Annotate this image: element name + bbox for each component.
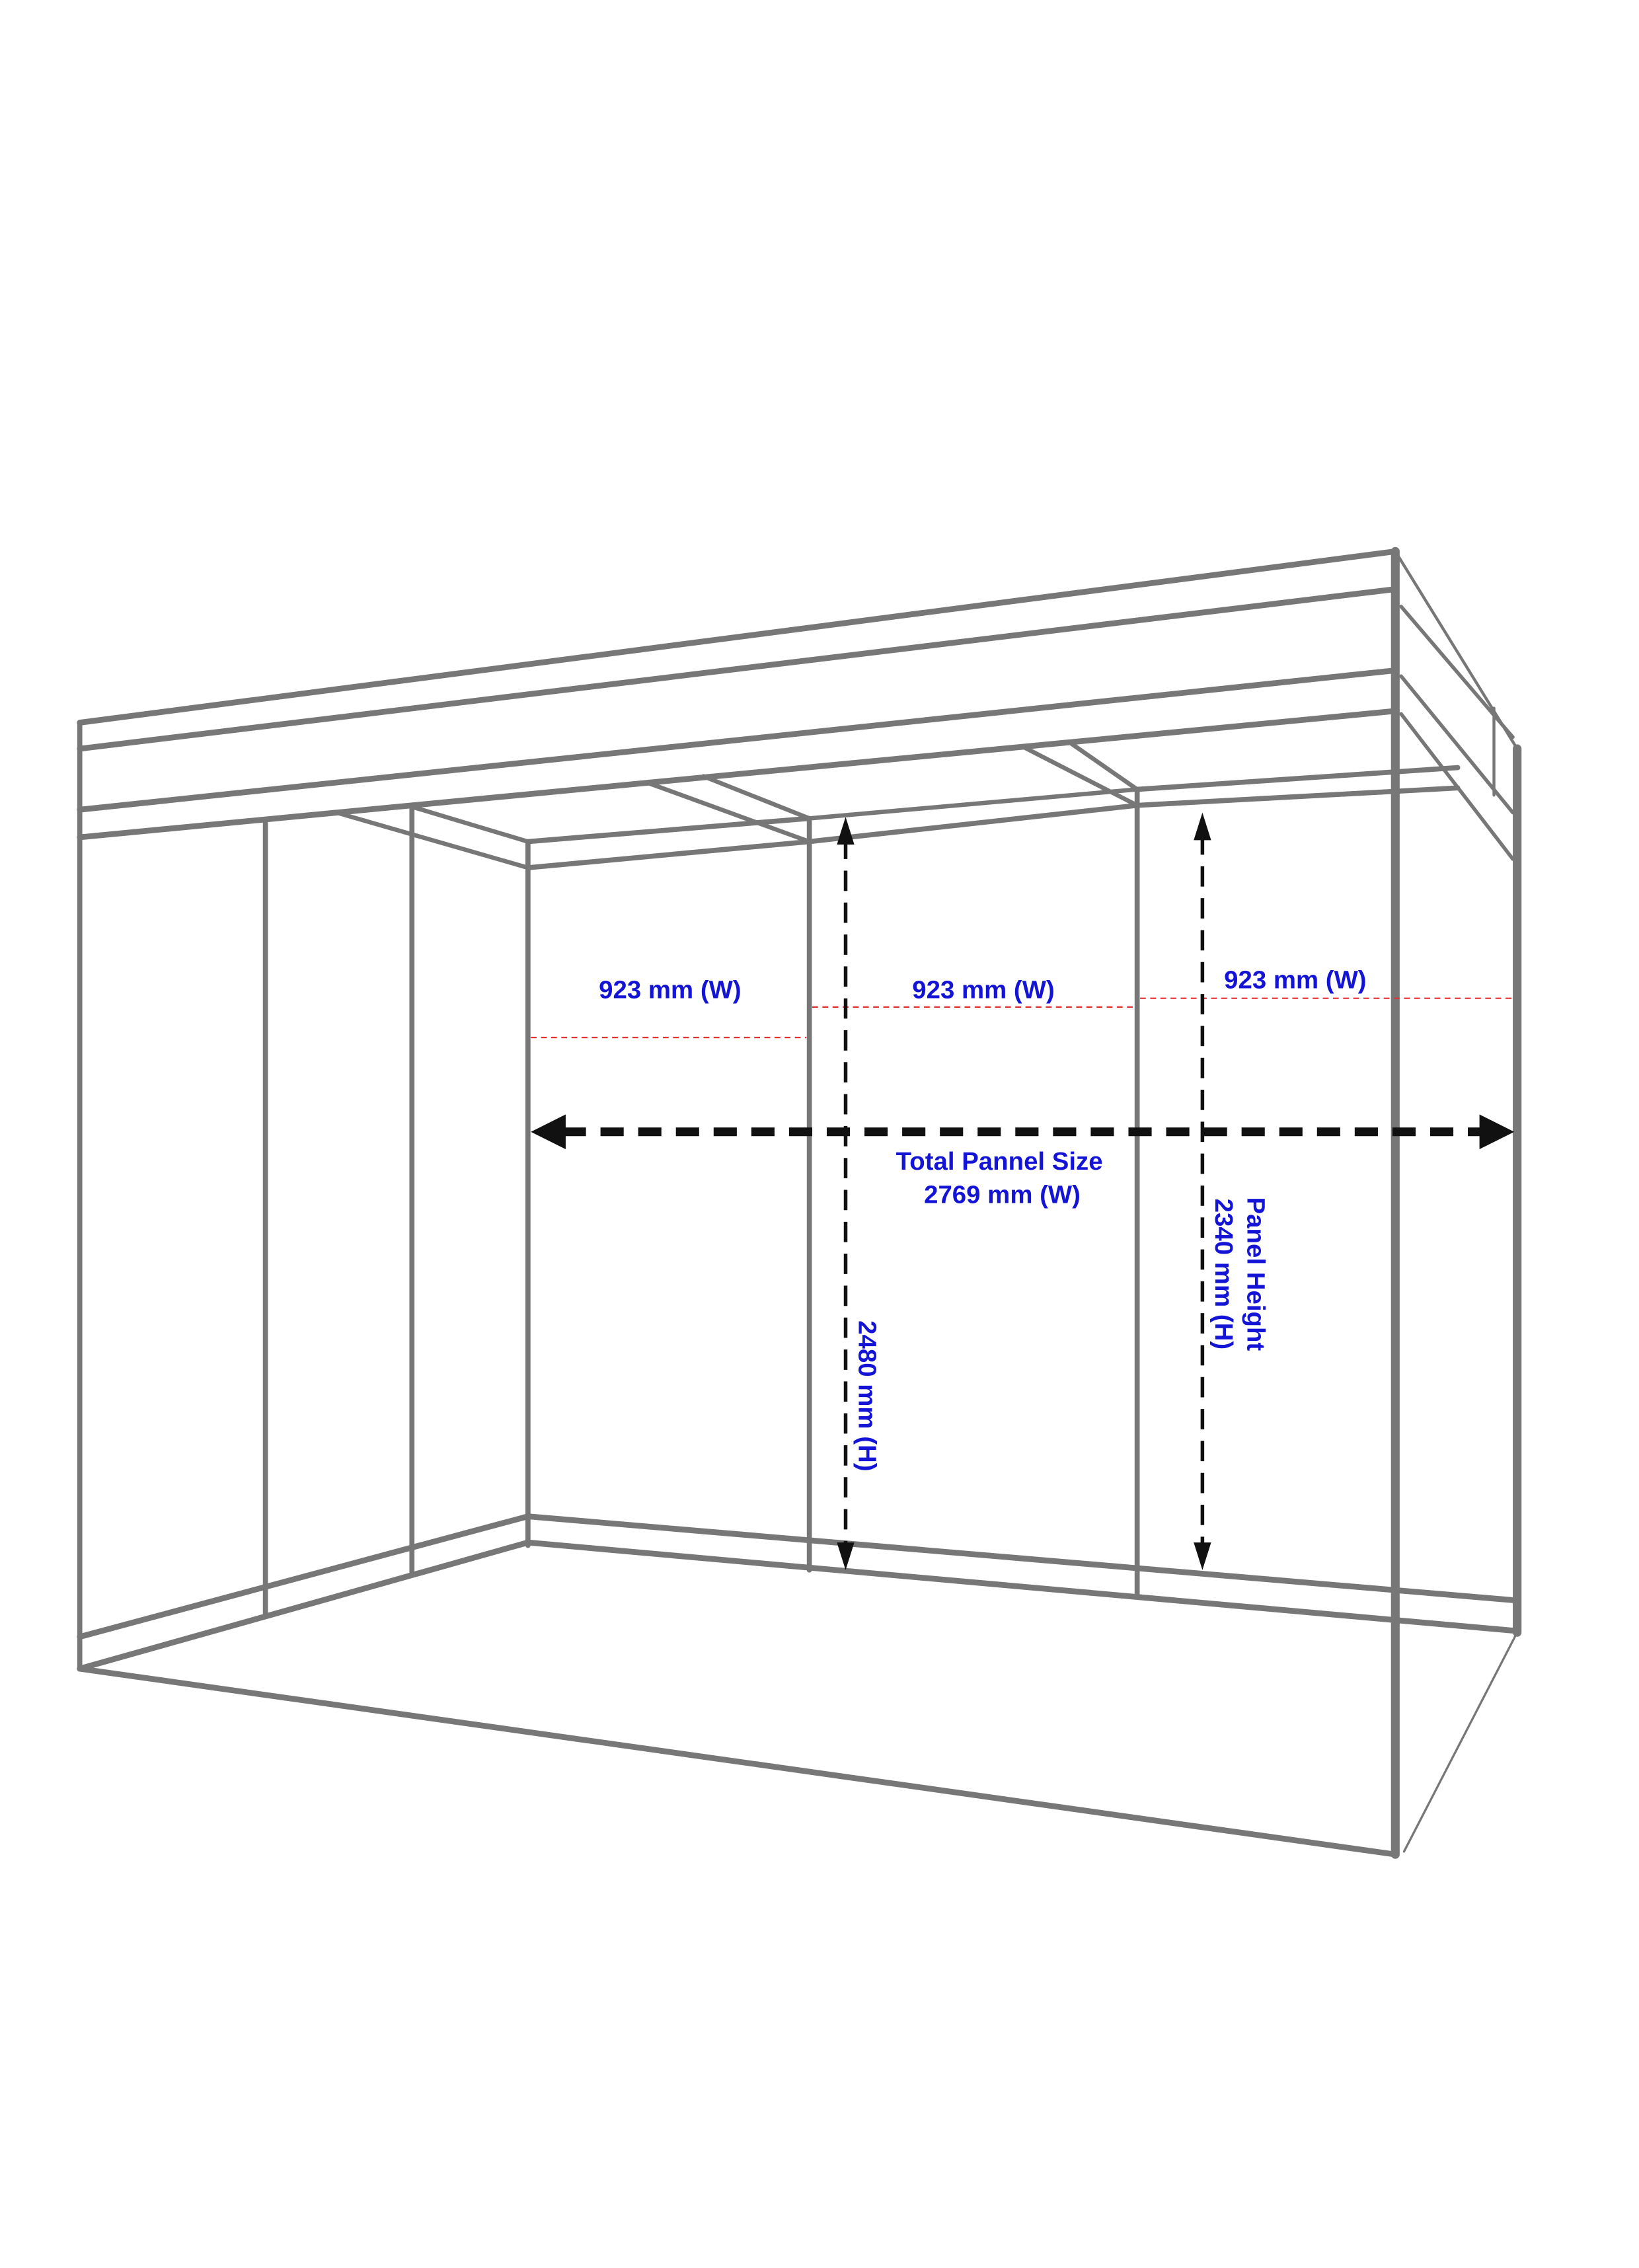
overall-height-label: 2480 mm (H) bbox=[853, 1320, 881, 1471]
front-fascia bbox=[77, 548, 1398, 841]
arrow-up-icon bbox=[1194, 812, 1211, 841]
panel-width-label-3: 923 mm (W) bbox=[1224, 965, 1367, 994]
panel-width-label-2: 923 mm (W) bbox=[912, 976, 1055, 1004]
total-size-label-line1: Total Pannel Size bbox=[896, 1147, 1103, 1176]
arrow-down-icon bbox=[837, 1542, 855, 1570]
panel-width-label-1: 923 mm (W) bbox=[599, 976, 742, 1004]
arrow-right-icon bbox=[1479, 1114, 1515, 1150]
inner-top-rails bbox=[334, 740, 1461, 870]
arrow-left-icon bbox=[531, 1114, 566, 1150]
total-size-label-line2: 2769 mm (W) bbox=[924, 1180, 1081, 1209]
arrow-up-icon bbox=[837, 817, 855, 845]
vertical-posts bbox=[77, 547, 1522, 1859]
arrow-down-icon bbox=[1194, 1542, 1211, 1570]
panel-height-label-line2: 2340 mm (H) bbox=[1209, 1199, 1238, 1349]
bottom-rails bbox=[77, 1513, 1521, 1858]
side-fascia bbox=[1394, 550, 1519, 861]
total-width-arrow bbox=[531, 1114, 1515, 1150]
panel-height-label-line1: Panel Height bbox=[1241, 1197, 1270, 1351]
overall-height-arrow bbox=[837, 817, 855, 1570]
panel-height-arrow bbox=[1194, 812, 1211, 1570]
